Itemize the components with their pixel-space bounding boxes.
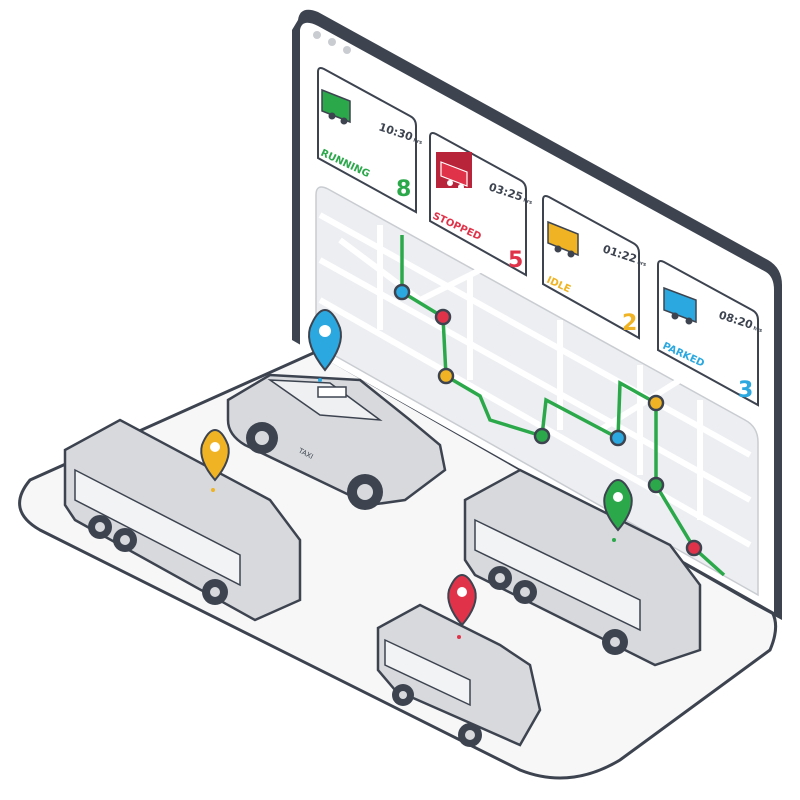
route-marker[interactable] xyxy=(609,429,627,447)
bus-icon xyxy=(663,286,697,325)
route-marker[interactable] xyxy=(647,394,665,412)
card-count: 5 xyxy=(508,248,523,273)
route-marker[interactable] xyxy=(437,367,455,385)
card-time-unit: hrs xyxy=(751,325,763,334)
location-pin-red[interactable] xyxy=(447,573,477,639)
dashboard-window: 10:30 hrs RUNNING 8 03:25 hrs STOPPED 5 … xyxy=(292,9,782,621)
location-pin-green[interactable] xyxy=(603,478,633,542)
map-panel xyxy=(315,186,759,597)
bus-vehicle-right[interactable] xyxy=(463,468,702,667)
route-marker[interactable] xyxy=(434,308,452,326)
map-streets xyxy=(318,212,752,548)
card-time-unit: hrs xyxy=(411,137,423,146)
route-line xyxy=(400,235,726,577)
bus-icon xyxy=(547,220,579,258)
bus-icon xyxy=(436,152,472,190)
location-pin-yellow[interactable] xyxy=(200,428,230,492)
status-card-parked[interactable]: 08:20 hrs PARKED 3 xyxy=(657,260,765,407)
card-time-unit: hrs xyxy=(635,259,647,268)
route-marker[interactable] xyxy=(393,283,411,301)
route-marker[interactable] xyxy=(685,539,703,557)
card-count: 2 xyxy=(622,311,637,336)
taxi-vehicle[interactable]: TAXI xyxy=(226,373,447,510)
card-count: 8 xyxy=(396,177,411,202)
window-dot-2[interactable] xyxy=(328,38,336,46)
location-pin-blue[interactable] xyxy=(308,308,342,382)
window-dot-1[interactable] xyxy=(313,31,321,39)
card-count: 3 xyxy=(738,378,753,403)
route-marker[interactable] xyxy=(647,476,665,494)
route-marker[interactable] xyxy=(533,427,551,445)
van-vehicle[interactable] xyxy=(376,603,542,747)
window-dot-3[interactable] xyxy=(343,46,351,54)
status-card-idle[interactable]: 01:22 hrs IDLE 2 xyxy=(542,195,649,340)
card-time-unit: hrs xyxy=(521,197,533,206)
bus-icon xyxy=(321,88,351,125)
bus-vehicle-left[interactable] xyxy=(63,418,302,622)
route-markers xyxy=(393,283,703,557)
